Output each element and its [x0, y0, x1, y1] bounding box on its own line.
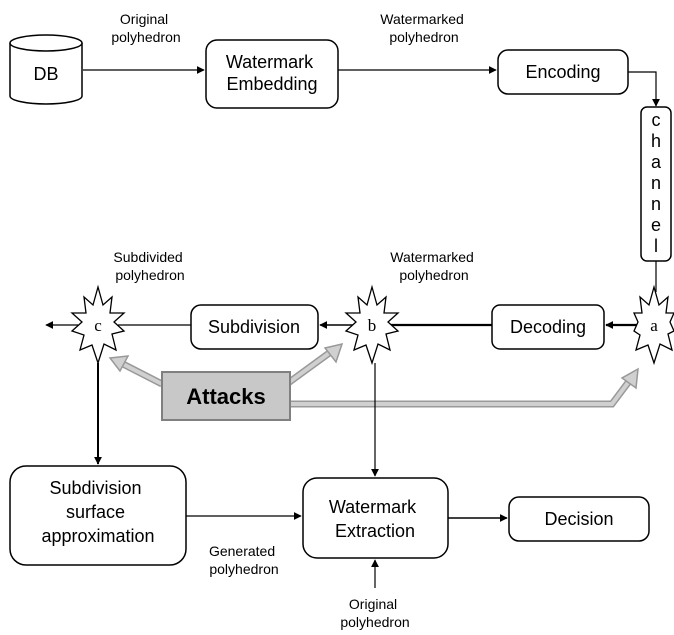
label-subdivided-polyhedron: Subdivided polyhedron	[113, 249, 186, 283]
decoding-label: Decoding	[510, 317, 586, 337]
attack-arrows	[108, 342, 639, 408]
subdivision-label: Subdivision	[208, 317, 300, 337]
watermark-extraction-label: Watermark Extraction	[329, 497, 421, 541]
svg-text:l: l	[654, 236, 658, 256]
attack-point-c: c	[70, 284, 126, 366]
svg-text:e: e	[651, 215, 661, 235]
attacks-box	[161, 371, 291, 421]
watermark-embedding-label: Watermark Embedding	[226, 52, 318, 94]
decision-box	[508, 496, 650, 542]
db-cylinder: DB	[9, 34, 83, 105]
subdivision-surface-approximation-label: Subdivision surface approximation	[41, 478, 154, 546]
edge-encoding-to-channel	[628, 71, 660, 107]
label-watermarked-polyhedron-mid: Watermarked polyhedron	[390, 249, 477, 283]
subdivision-box	[190, 304, 319, 350]
svg-text:c: c	[652, 110, 661, 130]
encoding-label: Encoding	[525, 62, 600, 82]
attacks-label: Attacks	[186, 384, 265, 409]
decoding-box	[491, 304, 605, 350]
db-label: DB	[33, 64, 58, 84]
watermark-extraction-box	[302, 477, 449, 559]
svg-text:h: h	[651, 131, 661, 151]
decision-label: Decision	[544, 509, 613, 529]
attack-point-c-label: c	[94, 316, 102, 335]
svg-text:n: n	[651, 194, 661, 214]
attack-point-b-label: b	[368, 316, 377, 335]
channel-label: c h a n n e l	[651, 110, 662, 256]
label-original-polyhedron-bottom: Original polyhedron	[340, 596, 409, 630]
attack-point-a: a	[632, 284, 674, 366]
label-original-polyhedron-top: Original polyhedron	[111, 11, 180, 45]
attack-point-b: b	[344, 284, 400, 366]
svg-text:a: a	[651, 152, 662, 172]
label-generated-polyhedron: Generated polyhedron	[209, 543, 279, 577]
svg-text:n: n	[651, 173, 661, 193]
attack-point-a-label: a	[650, 316, 658, 335]
watermark-embedding-box	[205, 39, 339, 109]
label-watermarked-polyhedron-top: Watermarked polyhedron	[380, 11, 467, 45]
